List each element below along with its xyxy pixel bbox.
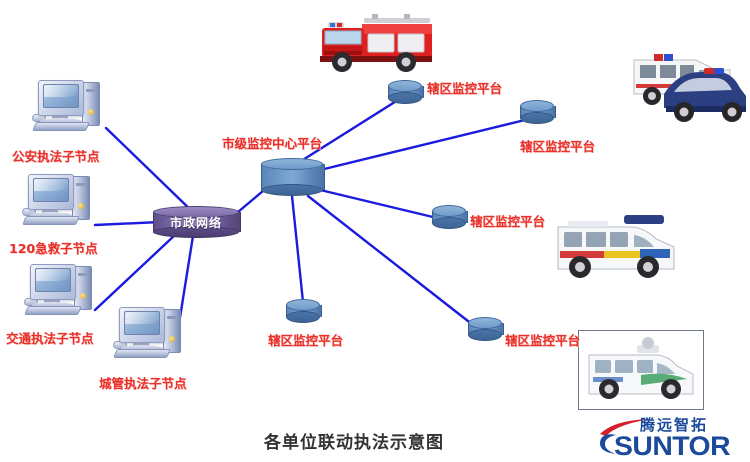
sub-node-label-traffic: 交通执法子节点 (6, 331, 94, 346)
cylinder-top (432, 205, 466, 217)
cylinder-top (388, 80, 422, 92)
cylinder-bottom (261, 184, 323, 196)
jurisdiction-platform-3[interactable] (432, 205, 468, 229)
monitor-stand (44, 296, 60, 304)
logo-s-mark-icon (599, 434, 616, 454)
cylinder-top (520, 100, 554, 112)
suntor-logo: 腾远智拓 SUNTOR (596, 414, 746, 461)
monitor-icon (38, 80, 84, 116)
monitor-base (121, 345, 163, 352)
link-traffic-to-network (93, 233, 177, 312)
center-platform-node[interactable] (261, 158, 325, 196)
cylinder-top (261, 158, 323, 170)
police-van-and-car-image (633, 54, 746, 122)
monitor-base (30, 212, 72, 219)
link-center-to-jp1 (288, 98, 400, 170)
link-center-to-jp5 (306, 194, 475, 327)
sub-node-computer-police[interactable] (32, 78, 106, 136)
sub-node-computer-traffic[interactable] (24, 262, 98, 320)
link-120-to-network (93, 220, 162, 227)
logo-chinese-text: 腾远智拓 (640, 416, 709, 434)
monitor-base (40, 118, 82, 125)
monitor-base (32, 302, 74, 309)
logo-english-text: SUNTOR (614, 431, 731, 461)
link-center-to-jp4 (290, 194, 305, 304)
monitor-icon (28, 174, 74, 210)
ambulance-van-image (557, 215, 675, 278)
jurisdiction-platform-label-5: 辖区监控平台 (505, 333, 581, 348)
municipal-network-label: 市政网络 (169, 215, 222, 230)
fire-truck-image (320, 14, 432, 72)
cylinder-bottom (520, 112, 554, 124)
sub-node-label-120: 120急救子节点 (9, 241, 98, 256)
cylinder-top (286, 299, 320, 311)
municipal-network-node[interactable]: 市政网络 (153, 206, 241, 238)
cylinder-top (153, 206, 239, 218)
cylinder-bottom (388, 92, 422, 104)
jurisdiction-platform-5[interactable] (468, 317, 504, 341)
monitor-icon (30, 264, 76, 300)
sub-node-label-citymgmt: 城管执法子节点 (99, 376, 187, 391)
link-center-to-jp3 (310, 186, 439, 220)
sub-node-computer-citymgmt[interactable] (113, 305, 187, 363)
cylinder-bottom (432, 217, 466, 229)
page-title: 各单位联动执法示意图 (264, 433, 444, 453)
sub-node-label-police: 公安执法子节点 (12, 149, 100, 164)
link-police-to-network (104, 126, 198, 217)
cylinder-bottom (153, 226, 239, 238)
jurisdiction-platform-1[interactable] (388, 80, 424, 104)
jurisdiction-platform-label-4: 辖区监控平台 (268, 333, 344, 348)
jurisdiction-platform-4[interactable] (286, 299, 322, 323)
cylinder-top (468, 317, 502, 329)
jurisdiction-platform-2[interactable] (520, 100, 556, 124)
center-platform-label: 市级监控中心平台 (222, 136, 323, 151)
jurisdiction-platform-label-3: 辖区监控平台 (470, 214, 546, 229)
cylinder-bottom (286, 311, 320, 323)
computer-tower-icon (74, 266, 92, 310)
jurisdiction-platform-label-2: 辖区监控平台 (520, 139, 596, 154)
jurisdiction-platform-label-1: 辖区监控平台 (427, 81, 503, 96)
cylinder-bottom (468, 329, 502, 341)
enforcement-van-image (588, 337, 694, 399)
monitor-icon (119, 307, 165, 343)
enforcement-van-frame (578, 330, 704, 410)
logo-swoosh-icon (600, 419, 650, 436)
monitor-stand (133, 339, 149, 347)
monitor-stand (42, 206, 58, 214)
monitor-stand (52, 112, 68, 120)
sub-node-computer-120[interactable] (22, 172, 96, 230)
link-center-to-jp2 (310, 118, 527, 174)
